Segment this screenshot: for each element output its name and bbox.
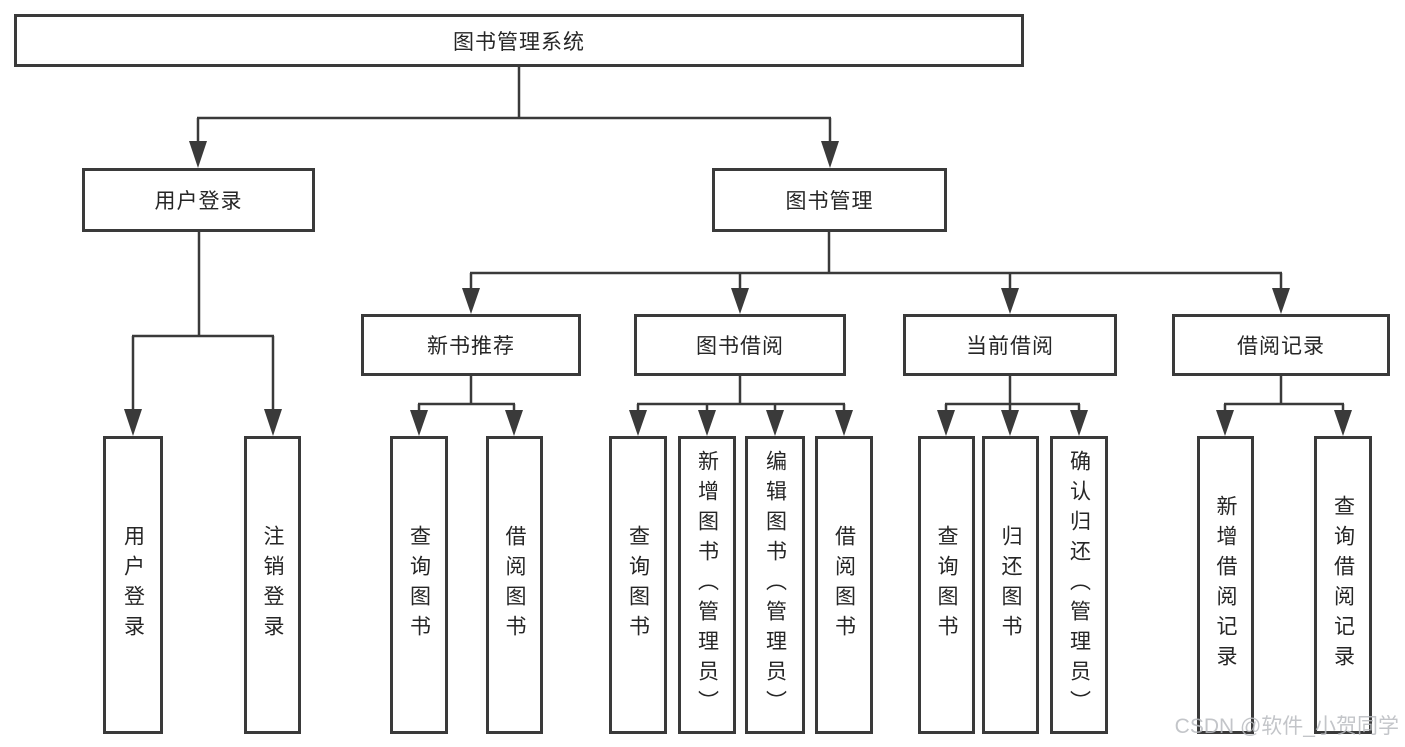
leaf-borrow-books-1: 借阅图书 xyxy=(486,436,543,734)
leaf-logout: 注销登录 xyxy=(244,436,301,734)
node-new-book-recommend: 新书推荐 xyxy=(361,314,581,376)
node-book-management: 图书管理 xyxy=(712,168,947,232)
node-root: 图书管理系统 xyxy=(14,14,1024,67)
leaf-confirm-return-admin: 确认归还（管理员） xyxy=(1050,436,1108,734)
leaf-query-books-2: 查询图书 xyxy=(609,436,667,734)
node-borrow-records: 借阅记录 xyxy=(1172,314,1390,376)
watermark: CSDN @软件_小贺同学 xyxy=(1174,715,1399,738)
leaf-borrow-books-2: 借阅图书 xyxy=(815,436,873,734)
node-book-borrow: 图书借阅 xyxy=(634,314,846,376)
leaf-query-books-3: 查询图书 xyxy=(918,436,975,734)
leaf-query-books-1: 查询图书 xyxy=(390,436,448,734)
leaf-add-borrow-record: 新增借阅记录 xyxy=(1197,436,1254,734)
leaf-edit-book-admin: 编辑图书（管理员） xyxy=(745,436,805,734)
node-current-borrow: 当前借阅 xyxy=(903,314,1117,376)
node-user-login: 用户登录 xyxy=(82,168,315,232)
leaf-add-book-admin: 新增图书（管理员） xyxy=(678,436,736,734)
leaf-query-borrow-record: 查询借阅记录 xyxy=(1314,436,1372,734)
leaf-return-books: 归还图书 xyxy=(982,436,1039,734)
leaf-user-login: 用户登录 xyxy=(103,436,163,734)
